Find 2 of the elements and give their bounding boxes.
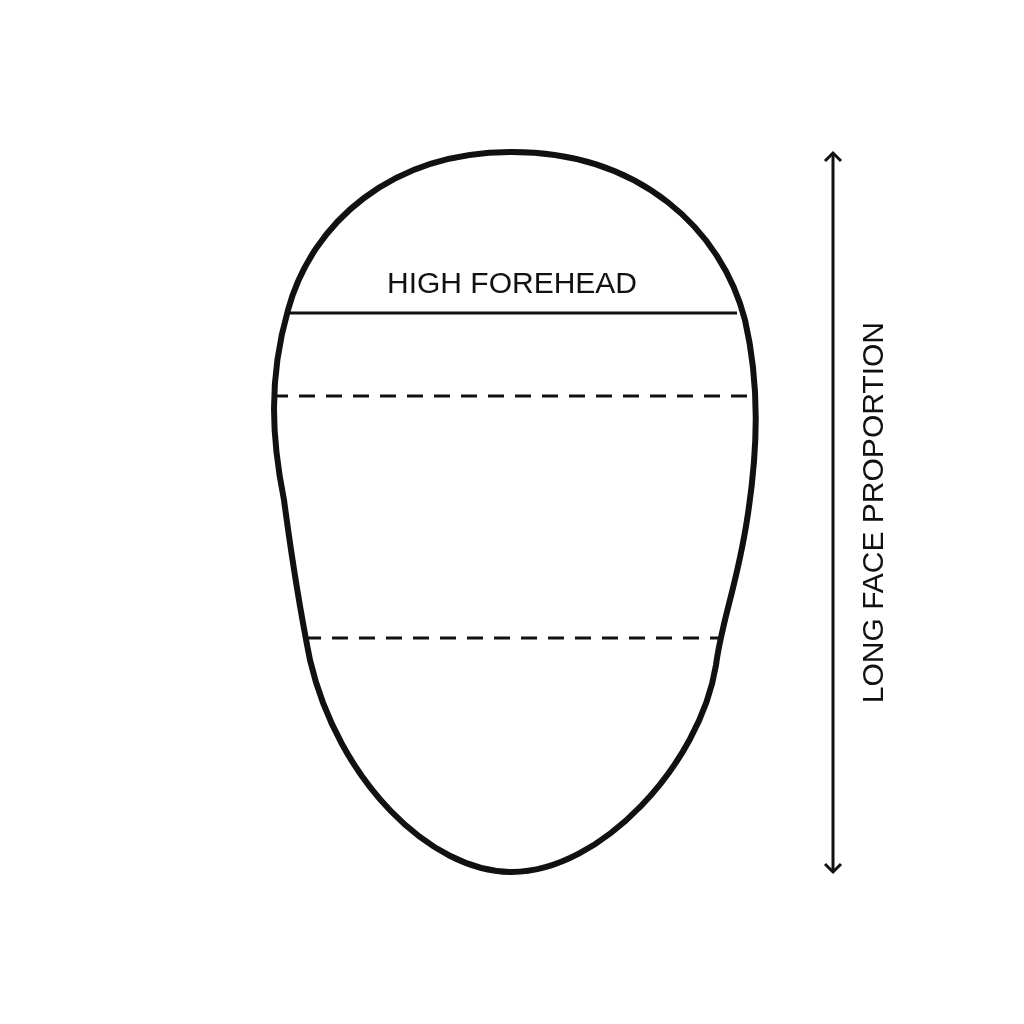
dimension-label: LONG FACE PROPORTION [856, 321, 890, 703]
region-label: HIGH FOREHEAD [387, 266, 638, 300]
